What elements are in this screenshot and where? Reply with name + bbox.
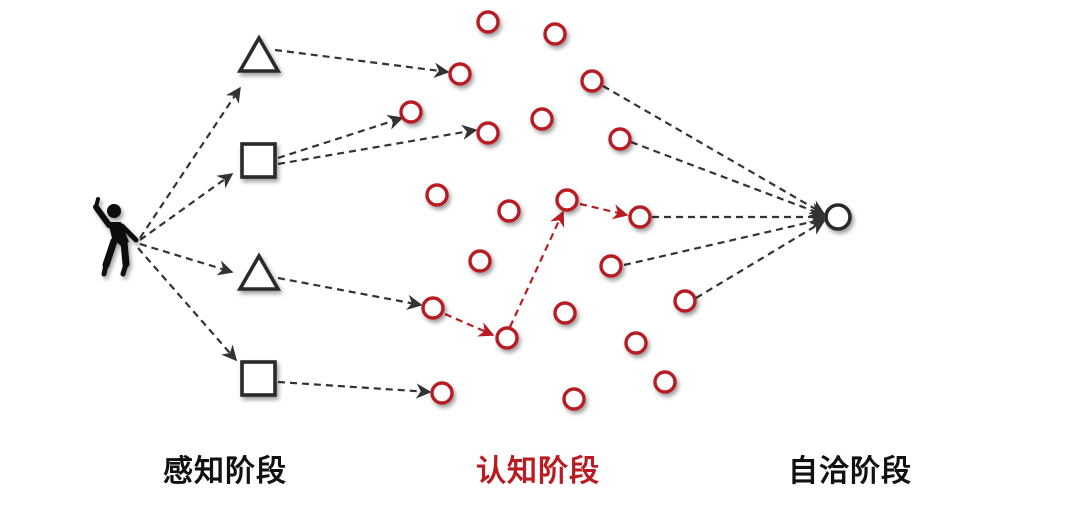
red-arrow-3 bbox=[579, 202, 629, 220]
cognition-node bbox=[562, 387, 586, 411]
arrow-triangle-top-to-node bbox=[274, 48, 450, 78]
cognition-node bbox=[673, 289, 697, 313]
cognition-node bbox=[628, 205, 652, 229]
cognition-node bbox=[555, 188, 579, 212]
arrow-person-to-square-bottom bbox=[137, 247, 238, 362]
cognition-node bbox=[476, 121, 500, 145]
cognition-node bbox=[608, 127, 632, 151]
coherence-stage-label: 自洽阶段 bbox=[788, 454, 912, 489]
square-icon bbox=[240, 360, 277, 397]
red-arrow-2 bbox=[509, 210, 565, 328]
perception-stage-label: 感知阶段 bbox=[163, 454, 287, 489]
cognition-node bbox=[421, 296, 445, 320]
square-icon bbox=[240, 142, 277, 179]
cognition-node bbox=[653, 370, 677, 394]
waving-person-icon bbox=[93, 197, 139, 277]
cognition-node bbox=[543, 22, 567, 46]
arrow-person-to-square-top bbox=[139, 173, 234, 241]
cognition-node bbox=[530, 107, 554, 131]
cognition-path bbox=[444, 202, 629, 337]
arrow-square-top-to-node-a bbox=[277, 114, 404, 160]
cognition-nodes bbox=[399, 10, 697, 411]
cognition-node bbox=[425, 183, 449, 207]
target-circle-icon bbox=[824, 203, 852, 231]
cognition-node bbox=[448, 62, 472, 86]
cognition-node bbox=[497, 199, 521, 223]
triangle-icon bbox=[236, 252, 282, 291]
cognition-node bbox=[580, 69, 604, 93]
arrow-square-bottom-to-node bbox=[277, 380, 432, 399]
arrow-node-to-target-4 bbox=[623, 214, 826, 267]
perception-shapes bbox=[236, 34, 282, 397]
triangle-icon bbox=[236, 34, 282, 73]
arrow-square-top-to-node-b bbox=[277, 124, 478, 166]
arrow-node-to-target-5 bbox=[695, 220, 826, 299]
cognition-stage-label: 认知阶段 bbox=[476, 454, 600, 489]
cognition-node bbox=[399, 100, 423, 124]
cognition-node bbox=[553, 301, 577, 325]
red-arrow-1 bbox=[444, 312, 495, 337]
arrow-triangle-bottom-to-node bbox=[277, 276, 423, 310]
cognition-node bbox=[468, 249, 492, 273]
perception-arrows bbox=[137, 86, 241, 362]
coherence-arrows bbox=[602, 85, 826, 299]
cognition-node bbox=[430, 381, 454, 405]
arrow-person-to-triangle-top bbox=[139, 86, 241, 239]
cognition-node bbox=[495, 326, 519, 350]
arrow-node-to-target-2 bbox=[630, 140, 826, 218]
cognition-node bbox=[599, 254, 623, 278]
shape-to-node-arrows bbox=[274, 48, 478, 399]
arrow-person-to-triangle-bottom bbox=[139, 242, 234, 276]
cognition-node bbox=[624, 331, 648, 355]
arrow-node-to-target-1 bbox=[602, 85, 826, 215]
cognition-node bbox=[476, 10, 500, 34]
